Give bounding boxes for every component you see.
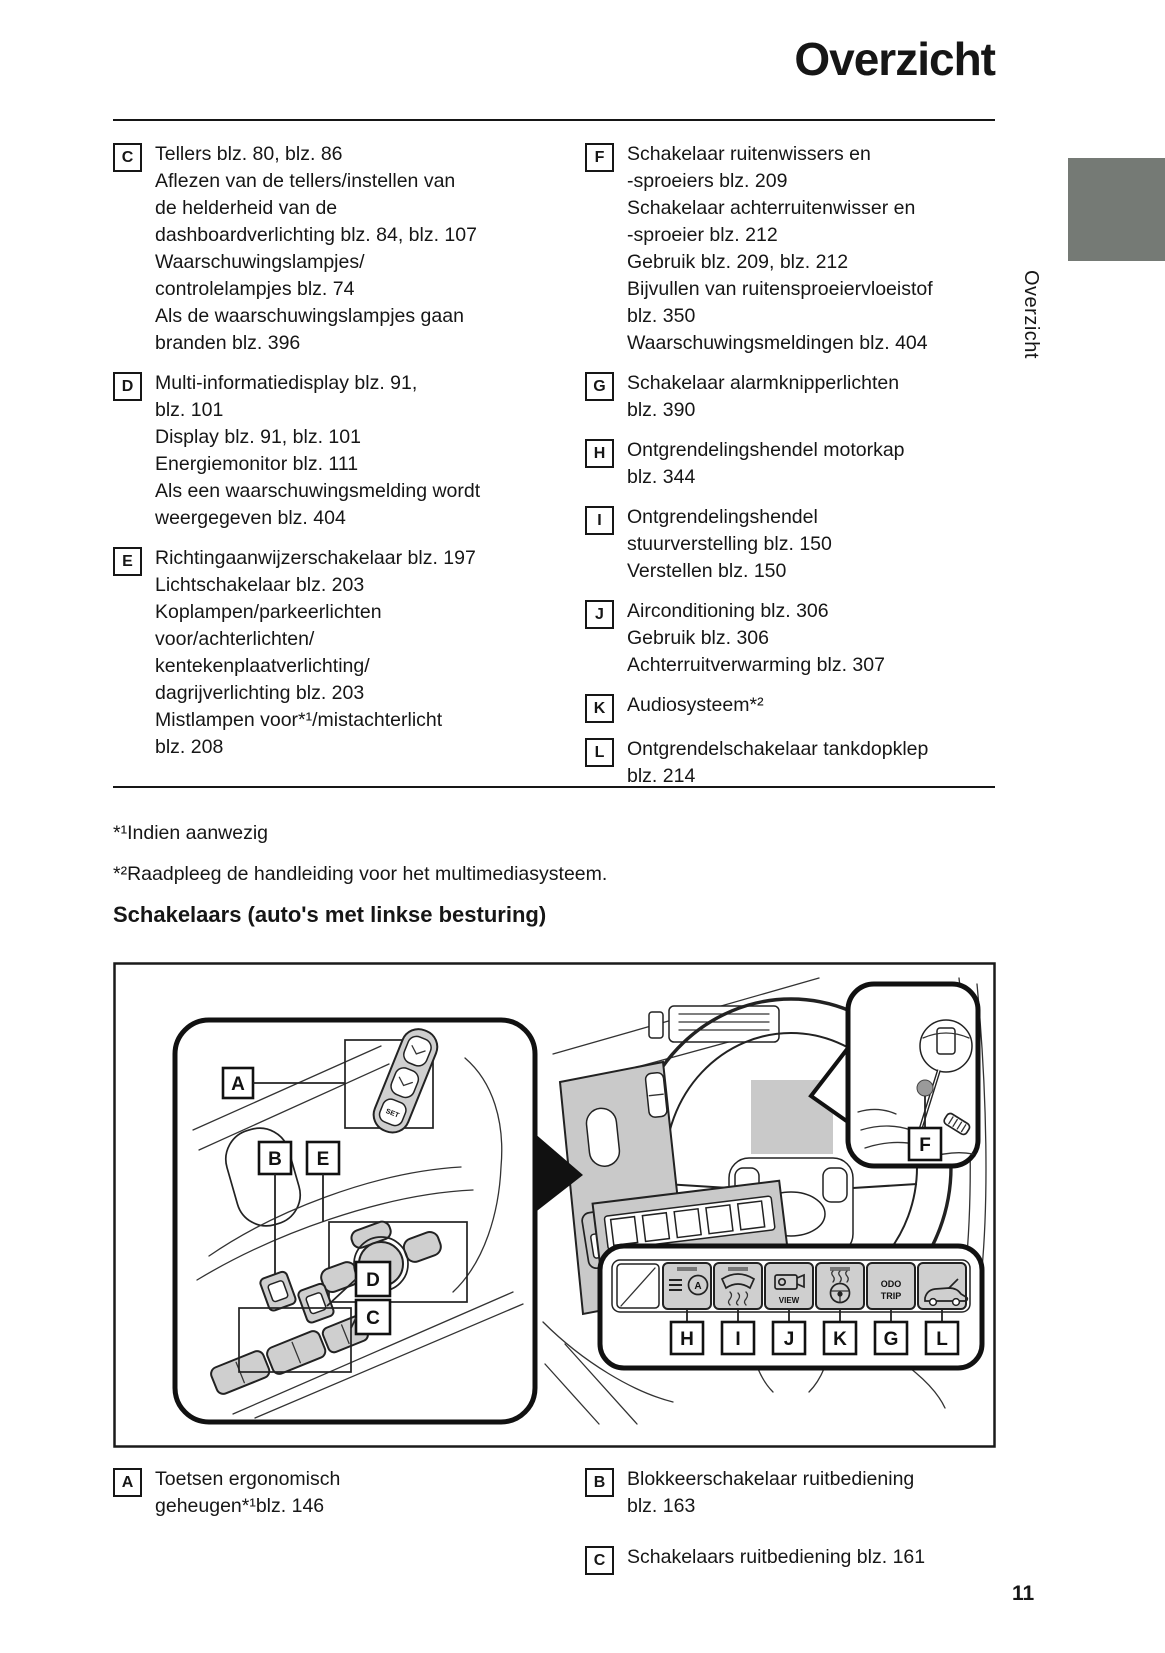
svg-text:SET: SET [385,1108,401,1120]
callout-letter-d: D [113,372,142,401]
svg-text:B: B [268,1149,282,1170]
legend-item-l: L Ontgrendelschakelaar tankdopklep blz. … [585,736,995,790]
svg-text:K: K [833,1329,847,1350]
svg-text:ODO: ODO [881,1279,902,1289]
legend-text-a-bottom: Toetsen ergonomisch geheugen*¹blz. 146 [155,1468,341,1517]
legend-item-i: I Ontgrendelingshendel stuurverstelling … [585,504,995,585]
callout-letter-e: E [113,547,142,576]
legend-item-e: E Richtingaanwijzerschakelaar blz. 197 L… [113,545,585,761]
legend-text-d: Multi-informatiedisplay blz. 91, blz. 10… [155,372,481,529]
svg-text:H: H [680,1329,694,1350]
svg-text:L: L [936,1329,948,1350]
door-lock-switch [259,1270,297,1312]
camera-view-button: VIEW [764,1262,814,1310]
svg-text:A: A [694,1281,701,1292]
diagram-callout-g: G [873,1320,909,1356]
divider-middle [113,786,995,788]
legend-bottom-left-column: A Toetsen ergonomisch geheugen*¹blz. 146 [113,1466,585,1575]
legend-item-c: C Tellers blz. 80, blz. 86 Aflezen van d… [113,141,585,357]
door-callout-beam [533,1132,583,1214]
diagram-callout-e: E [305,1140,341,1176]
legend-text-c-bottom: Schakelaars ruitbediening blz. 161 [627,1546,926,1568]
svg-text:F: F [919,1135,931,1156]
odo-trip-button: ODO TRIP [866,1262,916,1310]
dashboard-sketch [542,977,987,1425]
svg-text:D: D [366,1270,380,1291]
footnote-1: *¹Indien aanwezig [113,822,269,844]
tailgate-release-button [917,1262,969,1310]
svg-text:I: I [735,1329,740,1350]
legend-item-b-bottom: B Blokkeerschakelaar ruitbediening blz. … [585,1466,995,1520]
legend-top-right-column: F Schakelaar ruitenwissers en -sproeiers… [585,141,995,790]
svg-text:TRIP: TRIP [881,1291,902,1301]
callout-letter-k: K [585,694,614,723]
auto-headlight-button: A [662,1262,712,1310]
callout-letter-c-bottom: C [585,1546,614,1575]
page-number: 11 [1012,1582,1035,1605]
diagram-callout-a: A [221,1066,255,1100]
legend-item-k: K Audiosysteem*² [585,692,995,723]
chapter-tab-label: Overzicht [1020,270,1042,359]
legend-item-h: H Ontgrendelingshendel motorkap blz. 344 [585,437,995,491]
legend-item-d: D Multi-informatiedisplay blz. 91, blz. … [113,370,585,532]
seat-memory-switch: SET [372,1028,439,1134]
callout-letter-b-bottom: B [585,1468,614,1497]
switch-panel-inset: A VIEW [597,1243,985,1371]
legend-item-g: G Schakelaar alarmknipperlichten blz. 39… [585,370,995,424]
legend-top: C Tellers blz. 80, blz. 86 Aflezen van d… [113,141,995,790]
callout-letter-c: C [113,143,142,172]
divider-top [113,119,995,121]
legend-bottom-right-column: B Blokkeerschakelaar ruitbediening blz. … [585,1466,995,1575]
diagram-callout-d: D [354,1260,392,1298]
legend-bottom: A Toetsen ergonomisch geheugen*¹blz. 146… [113,1466,995,1575]
wiper-pointer-dot [916,1079,934,1097]
svg-text:G: G [884,1329,899,1350]
legend-text-j: Airconditioning blz. 306 Gebruik blz. 30… [627,600,885,676]
diagram-callout-f: F [907,1126,943,1162]
door-inset: A SET B E [172,1017,583,1425]
diagram-callout-b: B [257,1140,293,1176]
diagram-callout-k: K [822,1320,858,1356]
diagram-callout-h: H [669,1320,705,1356]
legend-text-f: Schakelaar ruitenwissers en -sproeiers b… [627,143,933,354]
callout-letter-g: G [585,372,614,401]
callout-letter-f: F [585,143,614,172]
callout-letter-l: L [585,738,614,767]
svg-text:E: E [317,1149,330,1170]
callout-letter-j: J [585,600,614,629]
legend-item-c-bottom: C Schakelaars ruitbediening blz. 161 [585,1544,995,1575]
callout-letter-a-bottom: A [113,1468,142,1497]
legend-text-l: Ontgrendelschakelaar tankdopklep blz. 21… [627,738,929,787]
legend-item-j: J Airconditioning blz. 306 Gebruik blz. … [585,598,995,679]
callout-letter-h: H [585,439,614,468]
svg-text:VIEW: VIEW [779,1296,800,1305]
svg-text:C: C [366,1308,380,1329]
windshield-defrost-button [713,1262,763,1310]
page-title: Overzicht [794,33,996,85]
section-heading: Schakelaars (auto's met linkse besturing… [113,902,547,927]
legend-text-c: Tellers blz. 80, blz. 86 Aflezen van de … [155,143,477,354]
dashboard-illustration: F A [113,962,996,1448]
callout-letter-i: I [585,506,614,535]
diagram-callout-l: L [924,1320,960,1356]
diagram-callout-c: C [354,1298,392,1336]
legend-top-left-column: C Tellers blz. 80, blz. 86 Aflezen van d… [113,141,585,790]
legend-text-k: Audiosysteem*² [627,694,764,716]
svg-text:A: A [231,1074,245,1095]
chapter-tab-marker [1068,158,1165,261]
legend-item-f: F Schakelaar ruitenwissers en -sproeiers… [585,141,995,357]
steering-heater-button [815,1262,865,1310]
footnote-2: *²Raadpleeg de handleiding voor het mult… [113,863,608,885]
legend-text-b-bottom: Blokkeerschakelaar ruitbediening blz. 16… [627,1468,915,1517]
legend-text-h: Ontgrendelingshendel motorkap blz. 344 [627,439,905,488]
legend-text-g: Schakelaar alarmknipperlichten blz. 390 [627,372,900,421]
legend-item-a-bottom: A Toetsen ergonomisch geheugen*¹blz. 146 [113,1466,585,1520]
diagram-callout-i: I [720,1320,756,1356]
diagram-callout-j: J [771,1320,807,1356]
legend-text-e: Richtingaanwijzerschakelaar blz. 197 Lic… [155,547,476,758]
wiper-stalk-inset: F [845,981,981,1169]
legend-text-i: Ontgrendelingshendel stuurverstelling bl… [627,506,832,582]
svg-text:J: J [784,1329,795,1350]
